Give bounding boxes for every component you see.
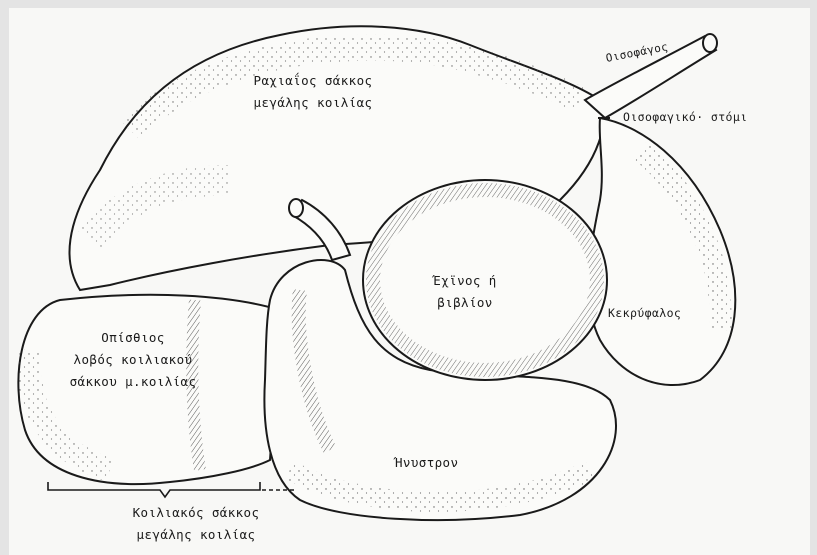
dorsal-sac-label-line2: μεγάλης κοιλίας xyxy=(224,92,402,114)
dorsal-sac-label: Ραχιαΐος σάκκος μεγάλης κοιλίας xyxy=(224,70,402,114)
omasum-label-line2: βιβλίον xyxy=(405,292,525,314)
posterior-lobe-label-line2: λοβός κοιλιακού xyxy=(63,349,203,371)
ventral-sac-label-line1: Κοιλιακός σάκκος xyxy=(96,502,296,524)
ventral-sac-label: Κοιλιακός σάκκος μεγάλης κοιλίας xyxy=(96,502,296,546)
posterior-lobe-label-line3: σάκκου μ.κοιλίας xyxy=(63,371,203,393)
omasum-label: Έχϊνος ή βιβλίον xyxy=(405,270,525,314)
posterior-lobe-label-line1: Οπίσθιος xyxy=(63,327,203,349)
dorsal-sac-label-line1: Ραχιαΐος σάκκος xyxy=(224,70,402,92)
reticulum-label: Κεκρύφαλος xyxy=(608,302,681,324)
abomasum-label: Ήνυστρον xyxy=(395,452,458,474)
ventral-sac-label-line2: μεγάλης κοιλίας xyxy=(96,524,296,546)
omasum-label-line1: Έχϊνος ή xyxy=(405,270,525,292)
posterior-lobe-label: Οπίσθιος λοβός κοιλιακού σάκκου μ.κοιλία… xyxy=(63,327,203,393)
esophageal-orifice-label: Οισοφαγικό· στόμι xyxy=(623,106,748,128)
